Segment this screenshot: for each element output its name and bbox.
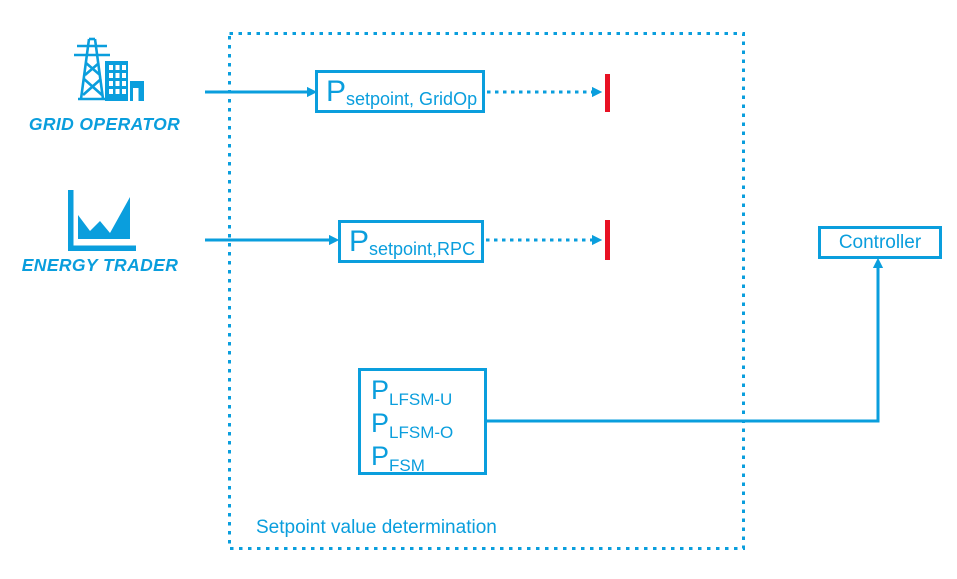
p-fsm-symbol: P — [371, 441, 390, 471]
controller-label: Controller — [838, 231, 922, 253]
energy-market-chart-icon — [68, 190, 136, 251]
gridop-terminator-bar — [605, 74, 610, 112]
p-fsm-row: PFSM — [371, 441, 453, 475]
p-lfsm-o-row: PLFSM-O — [371, 408, 453, 442]
setpoint-group-label: Setpoint value determination — [256, 517, 497, 538]
p-setpoint-gridop-subscript: setpoint, GridOp — [346, 88, 478, 109]
p-setpoint-gridop-symbol: P — [326, 74, 347, 108]
p-lfsm-o-subscript: LFSM-O — [389, 423, 454, 442]
rpc-terminator-bar — [605, 220, 610, 260]
p-fsm-subscript: FSM — [389, 456, 425, 475]
p-lfsm-u-row: PLFSM-U — [371, 375, 453, 409]
transmission-tower-building-icon — [74, 37, 144, 101]
p-lfsm-u-subscript: LFSM-U — [389, 390, 453, 409]
setpoint-group-dashed-border — [228, 32, 745, 550]
controller-box: Controller — [818, 226, 942, 259]
p-fsm-box: PLFSM-U PLFSM-O PFSM — [358, 368, 487, 475]
p-setpoint-rpc-subscript: setpoint,RPC — [369, 238, 476, 259]
energy-trader-label: ENERGY TRADER — [21, 255, 179, 275]
p-setpoint-rpc-symbol: P — [349, 224, 370, 258]
p-lfsm-u-symbol: P — [371, 375, 390, 405]
grid-operator-label: GRID OPERATOR — [28, 114, 181, 134]
p-lfsm-o-symbol: P — [371, 408, 390, 438]
fsm-to-controller-arrow — [487, 257, 884, 423]
